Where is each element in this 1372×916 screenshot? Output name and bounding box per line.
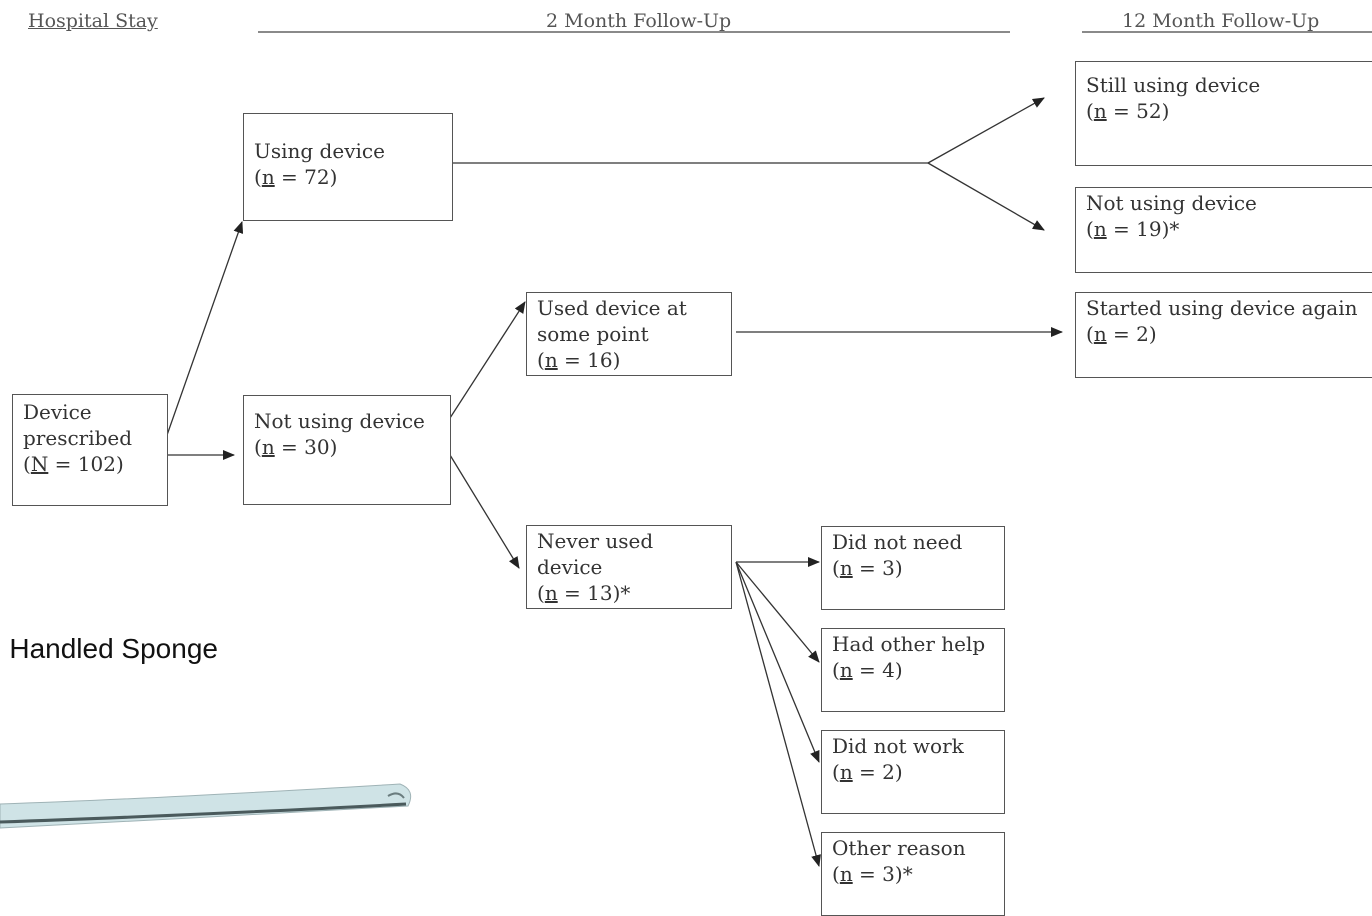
node-did-not-need: Did not need (n = 3) <box>821 526 1005 610</box>
node-using-device: Using device (n = 72) <box>243 113 453 221</box>
node-started-using-device-again: Started using device again (n = 2) <box>1075 292 1372 378</box>
header-12-month: 12 Month Follow-Up <box>1122 10 1320 32</box>
node-never-used-device: Never used device (n = 13)* <box>526 525 732 609</box>
node-not-using-device-12m: Not using device (n = 19)* <box>1075 187 1372 273</box>
node-still-using-device: Still using device (n = 52) <box>1075 61 1372 166</box>
node-had-other-help: Had other help (n = 4) <box>821 628 1005 712</box>
node-did-not-work: Did not work (n = 2) <box>821 730 1005 814</box>
node-used-device-at-some-point: Used device at some point (n = 16) <box>526 292 732 376</box>
sponge-handle-image <box>0 783 412 829</box>
node-device-prescribed: Device prescribed (N = 102) <box>12 394 168 506</box>
header-hospital-stay: Hospital Stay <box>28 10 158 32</box>
node-other-reason: Other reason (n = 3)* <box>821 832 1005 916</box>
slide-caption: g Handled Sponge <box>0 633 218 664</box>
header-2-month: 2 Month Follow-Up <box>546 10 732 32</box>
node-not-using-device: Not using device (n = 30) <box>243 395 451 505</box>
